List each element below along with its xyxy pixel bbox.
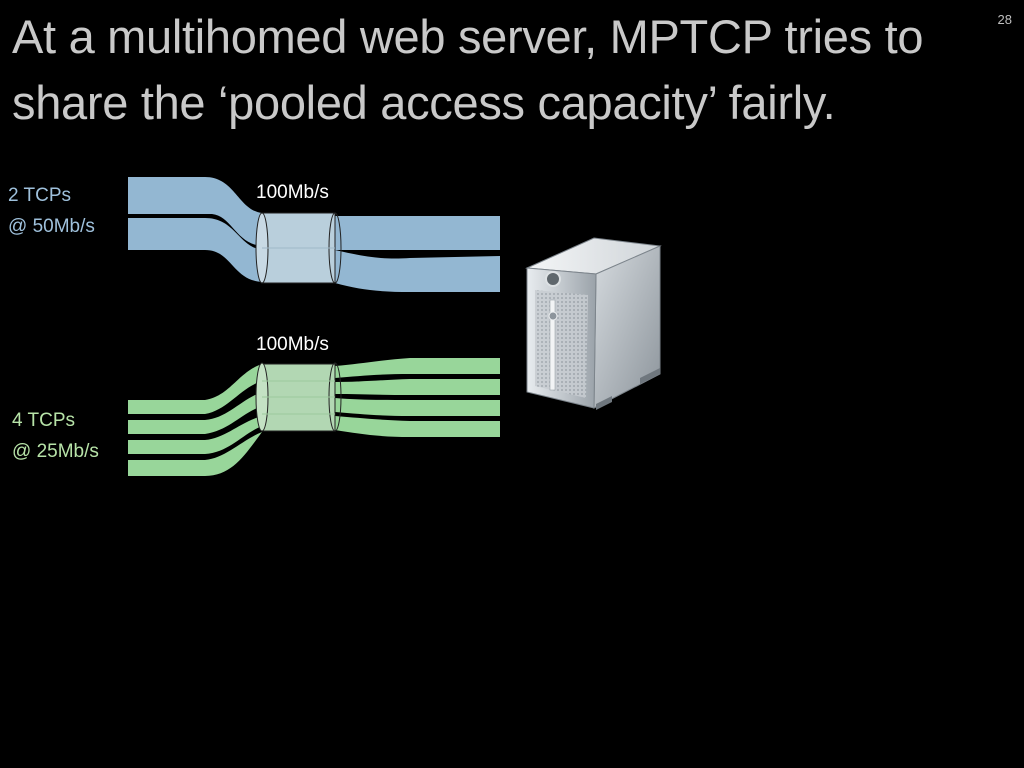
green-out-4 [335,416,500,437]
green-link-pipe [255,362,342,432]
green-flow-2 [128,392,262,434]
green-flow-rate: @ 25Mb/s [12,441,99,462]
green-flow-label: 4 TCPs @ 25Mb/s [12,405,99,467]
blue-link-capacity: 100Mb/s [256,182,329,203]
green-flow-4 [128,432,262,476]
green-flow-count: 4 TCPs [12,410,76,431]
blue-flow-count: 2 TCPs [8,185,72,206]
green-flow-1 [128,364,262,414]
blue-flow-rate: @ 50Mb/s [8,216,95,237]
blue-flow-group [128,177,500,292]
blue-flow-1 [128,177,262,246]
blue-flow-2 [128,218,262,282]
server-tower-icon [525,237,662,410]
green-out-2 [335,379,500,395]
blue-flow-label: 2 TCPs @ 50Mb/s [8,180,95,242]
green-link-capacity: 100Mb/s [256,334,329,355]
blue-out-1 [335,216,500,250]
green-out-3 [335,398,500,416]
blue-link-pipe [255,212,342,284]
page-number: 28 [997,12,1012,27]
green-out-1 [335,358,500,378]
green-flow-group [128,358,500,476]
slide-title: At a multihomed web server, MPTCP tries … [12,10,924,129]
blue-out-2 [335,250,500,292]
green-flow-3 [128,416,262,454]
